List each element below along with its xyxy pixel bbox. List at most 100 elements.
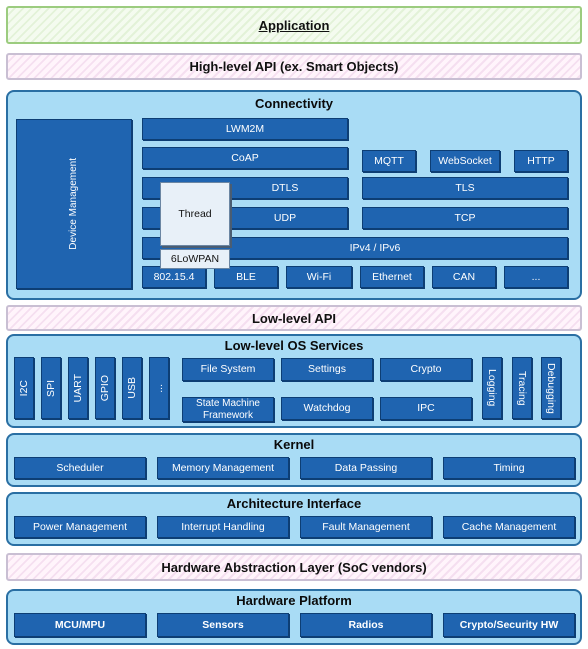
application-label: Application: [258, 17, 330, 33]
link-more-block: ...: [504, 266, 568, 288]
file-system-label: File System: [200, 363, 256, 376]
radios-block: Radios: [300, 613, 432, 637]
fault-management-label: Fault Management: [322, 520, 410, 533]
debugging-block: Debugging: [541, 357, 561, 419]
websocket-block: WebSocket: [430, 150, 500, 172]
settings-label: Settings: [308, 363, 346, 376]
state-machine-label: State Machine Framework: [196, 398, 260, 421]
gpio-block: GPIO: [95, 357, 115, 419]
file-system-block: File System: [182, 358, 274, 381]
kernel-title: Kernel: [273, 437, 315, 452]
link-more-label: ...: [531, 270, 541, 283]
http-label: HTTP: [527, 154, 555, 167]
watchdog-block: Watchdog: [281, 397, 373, 420]
tcp-label: TCP: [454, 211, 476, 224]
uart-block: UART: [68, 357, 88, 419]
ip-label: IPv4 / IPv6: [349, 241, 401, 254]
tls-label: TLS: [455, 181, 475, 194]
bus-more-block: ...: [149, 357, 169, 419]
spi-label: SPI: [44, 379, 57, 397]
bus-more-label: ...: [152, 383, 165, 393]
sensors-label: Sensors: [202, 618, 244, 631]
udp-label: UDP: [273, 211, 297, 224]
application-layer: Application: [6, 6, 582, 44]
low-level-api-label: Low-level API: [251, 310, 337, 326]
logging-block: Logging: [482, 357, 502, 419]
connectivity-title: Connectivity: [254, 96, 333, 111]
link-ethernet-block: Ethernet: [360, 266, 424, 288]
link-ble-block: BLE: [214, 266, 278, 288]
memory-management-block: Memory Management: [157, 457, 289, 479]
power-management-block: Power Management: [14, 516, 146, 538]
cache-management-label: Cache Management: [461, 520, 557, 533]
lwm2m-block: LWM2M: [142, 118, 348, 140]
os-services-title: Low-level OS Services: [224, 338, 364, 353]
device-management-block: Device Management: [16, 119, 132, 289]
link-802154-label: 802.15.4: [153, 270, 195, 283]
dtls-label: DTLS: [271, 181, 299, 194]
data-passing-label: Data Passing: [334, 461, 398, 474]
http-block: HTTP: [514, 150, 568, 172]
link-can-label: CAN: [452, 270, 476, 283]
fault-management-block: Fault Management: [300, 516, 432, 538]
i2c-label: I2C: [17, 379, 30, 397]
interrupt-handling-label: Interrupt Handling: [181, 520, 265, 533]
coap-label: CoAP: [231, 151, 259, 164]
link-wifi-label: Wi-Fi: [306, 270, 332, 283]
mqtt-block: MQTT: [362, 150, 416, 172]
link-can-block: CAN: [432, 266, 496, 288]
crypto-security-hw-block: Crypto/Security HW: [443, 613, 575, 637]
state-machine-block: State Machine Framework: [182, 397, 274, 422]
ipc-block: IPC: [380, 397, 472, 420]
data-passing-block: Data Passing: [300, 457, 432, 479]
i2c-block: I2C: [14, 357, 34, 419]
tls-block: TLS: [362, 177, 568, 199]
sensors-block: Sensors: [157, 613, 289, 637]
ipc-label: IPC: [417, 402, 435, 415]
link-802154-block: 802.15.4: [142, 266, 206, 288]
crypto-block: Crypto: [380, 358, 472, 381]
spi-block: SPI: [41, 357, 61, 419]
timing-label: Timing: [493, 461, 525, 474]
link-wifi-block: Wi-Fi: [286, 266, 352, 288]
crypto-security-hw-label: Crypto/Security HW: [459, 618, 559, 631]
thread-block: Thread: [160, 182, 230, 246]
debugging-label: Debugging: [545, 362, 558, 414]
usb-label: USB: [125, 377, 138, 399]
tcp-block: TCP: [362, 207, 568, 229]
coap-block: CoAP: [142, 147, 348, 169]
low-level-api-layer: Low-level API: [6, 305, 582, 331]
usb-block: USB: [122, 357, 142, 419]
hal-layer: Hardware Abstraction Layer (SoC vendors): [6, 553, 582, 581]
hardware-title: Hardware Platform: [236, 593, 352, 608]
uart-label: UART: [71, 373, 84, 403]
mqtt-label: MQTT: [374, 154, 404, 167]
sixlowpan-label: 6LoWPAN: [170, 253, 220, 265]
crypto-label: Crypto: [410, 363, 442, 376]
mcu-mpu-block: MCU/MPU: [14, 613, 146, 637]
settings-block: Settings: [281, 358, 373, 381]
mcu-mpu-label: MCU/MPU: [54, 618, 106, 631]
watchdog-label: Watchdog: [303, 402, 351, 415]
scheduler-block: Scheduler: [14, 457, 146, 479]
high-level-api-label: High-level API (ex. Smart Objects): [189, 59, 399, 74]
timing-block: Timing: [443, 457, 575, 479]
ip-block: IPv4 / IPv6: [142, 237, 568, 259]
power-management-label: Power Management: [33, 520, 127, 533]
link-ethernet-label: Ethernet: [372, 270, 412, 283]
tracing-label: Tracing: [516, 370, 529, 406]
high-level-api-layer: High-level API (ex. Smart Objects): [6, 53, 582, 80]
lwm2m-label: LWM2M: [225, 122, 265, 135]
hal-label: Hardware Abstraction Layer (SoC vendors): [161, 559, 427, 575]
websocket-label: WebSocket: [438, 154, 492, 167]
tracing-block: Tracing: [512, 357, 532, 419]
gpio-label: GPIO: [98, 374, 111, 402]
architecture-title: Architecture Interface: [226, 496, 362, 511]
scheduler-label: Scheduler: [56, 461, 104, 474]
thread-label: Thread: [178, 208, 212, 220]
link-ble-label: BLE: [236, 270, 256, 283]
radios-label: Radios: [348, 618, 384, 631]
cache-management-block: Cache Management: [443, 516, 575, 538]
memory-management-label: Memory Management: [171, 461, 275, 474]
sixlowpan-block: 6LoWPAN: [160, 249, 230, 269]
